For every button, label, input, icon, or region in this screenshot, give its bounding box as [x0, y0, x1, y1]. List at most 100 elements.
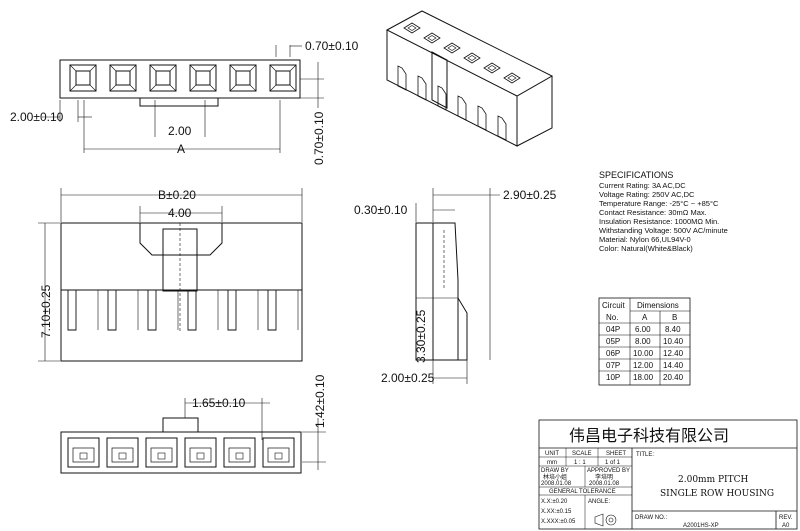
- iso-latch: [431, 51, 448, 109]
- spec-line: Current Rating: 3A AC,DC: [599, 181, 686, 190]
- top-view-cavities: [69, 64, 297, 92]
- bottom-cavity-outer: [184, 437, 217, 468]
- top-cavity-inner: [195, 70, 211, 86]
- top-cavity-corner: [129, 64, 137, 72]
- bottom-view: 1.65±0.10 1.42±0.10: [60, 374, 327, 474]
- dim-side-height: 3.30±0.25: [414, 309, 428, 363]
- top-cavity-corner: [169, 64, 177, 72]
- tolerance-label: GENERAL TOLERANCE: [549, 489, 616, 495]
- dim-bottom-1: 1.65±0.10: [192, 396, 246, 410]
- iso-slot: [497, 115, 507, 141]
- company-name: 伟昌电子科技有限公司: [569, 426, 729, 445]
- iso-slot: [477, 105, 487, 131]
- approved-date: 2008.01.08: [589, 481, 620, 487]
- table-header-b: B: [672, 313, 677, 322]
- drawing-title-line-1: 2.00mm PITCH: [678, 475, 748, 485]
- bottom-cavity-outer: [106, 437, 139, 468]
- dim-top-left: 2.00±0.10: [10, 110, 64, 124]
- draw-no-label: DRAW NO.:: [635, 515, 667, 521]
- rev-value: A0: [782, 523, 790, 529]
- drawn-label: DRAW BY: [541, 468, 569, 474]
- top-cavity-corner: [209, 84, 217, 92]
- front-slot: [227, 290, 237, 331]
- iso-slot: [417, 75, 427, 101]
- bottom-cavity-inner: [150, 447, 173, 463]
- specifications: SPECIFICATIONS Current Rating: 3A AC,DC …: [599, 170, 728, 253]
- top-cavity-corner: [69, 64, 77, 72]
- spec-line: Temperature Range: -25°C ~ +85°C: [599, 199, 719, 208]
- spec-line: Insulation Resistance: 1000MΩ Min.: [599, 217, 719, 226]
- sheet-value: 1 of 1: [605, 460, 621, 466]
- top-cavity-corner: [249, 84, 257, 92]
- title-block: 伟昌电子科技有限公司 UNIT SCALE SHEET mm 1 : 1 1 o…: [538, 419, 798, 530]
- iso-cavity-inner: [407, 25, 417, 31]
- drawing-title-line-2: SINGLE ROW HOUSING: [660, 489, 774, 499]
- spec-line: Color: Natural(White&Black): [599, 244, 693, 253]
- iso-cavities: [403, 22, 521, 84]
- top-cavity-outer: [149, 64, 177, 92]
- front-slot: [67, 290, 77, 331]
- table-cell: 10P: [606, 373, 620, 382]
- bottom-cavity-pin: [274, 452, 283, 460]
- unit-label: UNIT: [545, 451, 559, 457]
- iso-cavity-inner: [487, 65, 497, 71]
- table-cell: 04P: [606, 325, 620, 334]
- side-view-body: [415, 222, 468, 361]
- table-cell: 12.40: [663, 349, 684, 358]
- table-cell: 10.40: [663, 337, 684, 346]
- table-header-no: No.: [606, 313, 618, 322]
- front-slot: [267, 290, 277, 331]
- approved-name: 李培明: [595, 473, 613, 481]
- bottom-cavity-inner: [189, 447, 212, 463]
- bottom-cavity-inner: [111, 447, 134, 463]
- sheet-label: SHEET: [606, 451, 626, 457]
- top-cavity-corner: [149, 64, 157, 72]
- top-view: 0.70±0.10 2.00±0.10 2.00 A 0.70±0.10: [10, 39, 359, 165]
- table-cell: 10.00: [633, 349, 654, 358]
- drawn-date: 2008.01.08: [541, 481, 572, 487]
- dim-top-wall: 0.70±0.10: [305, 39, 359, 53]
- bottom-cavity-inner: [267, 447, 290, 463]
- title-label: TITLE:: [636, 452, 654, 458]
- table-header-circuit: Circuit: [602, 301, 625, 310]
- dim-side-bottom: 2.00±0.25: [381, 371, 435, 385]
- bottom-cavity-outer: [223, 437, 256, 468]
- top-cavity-corner: [289, 84, 297, 92]
- bottom-cavity-pin: [157, 452, 166, 460]
- dim-front-b: B±0.20: [158, 188, 196, 202]
- top-cavity-inner: [275, 70, 291, 86]
- tolerance-3: X.XXX:±0.05: [541, 519, 576, 525]
- spec-heading: SPECIFICATIONS: [599, 170, 673, 180]
- bottom-view-body: [60, 431, 302, 474]
- front-slot: [107, 290, 117, 331]
- draw-no-value: A2001HS-XP: [683, 523, 719, 529]
- iso-top-face: [385, 10, 554, 97]
- front-slot: [187, 290, 197, 331]
- angle-label: ANGLE:: [588, 499, 610, 505]
- top-cavity-corner: [89, 84, 97, 92]
- top-cavity-corner: [169, 84, 177, 92]
- iso-slot: [397, 65, 407, 91]
- bottom-cavity-inner: [72, 447, 95, 463]
- iso-front-face: [386, 30, 518, 147]
- bottom-cavity-outer: [145, 437, 178, 468]
- top-cavity-corner: [249, 64, 257, 72]
- top-cavity-corner: [189, 64, 197, 72]
- dim-side-top: 0.30±0.10: [354, 203, 408, 217]
- tolerance-1: X.X:±0.20: [541, 499, 568, 505]
- iso-cavity-inner: [447, 45, 457, 51]
- iso-cavity: [443, 42, 461, 54]
- iso-cavity: [463, 52, 481, 64]
- scale-label: SCALE: [572, 451, 592, 457]
- spec-line: Contact Resistance: 30mΩ Max.: [599, 208, 707, 217]
- top-cavity-inner: [155, 70, 171, 86]
- spec-line: Voltage Rating: 250V AC,DC: [599, 190, 695, 199]
- approved-label: APPROVED BY: [587, 468, 630, 474]
- table-cell: 6.00: [635, 325, 651, 334]
- isometric-view: [385, 10, 554, 147]
- table-cell: 20.40: [663, 373, 684, 382]
- iso-side-face: [516, 76, 553, 147]
- top-cavity-inner: [115, 70, 131, 86]
- top-cavity-corner: [189, 84, 197, 92]
- top-cavity-inner: [235, 70, 251, 86]
